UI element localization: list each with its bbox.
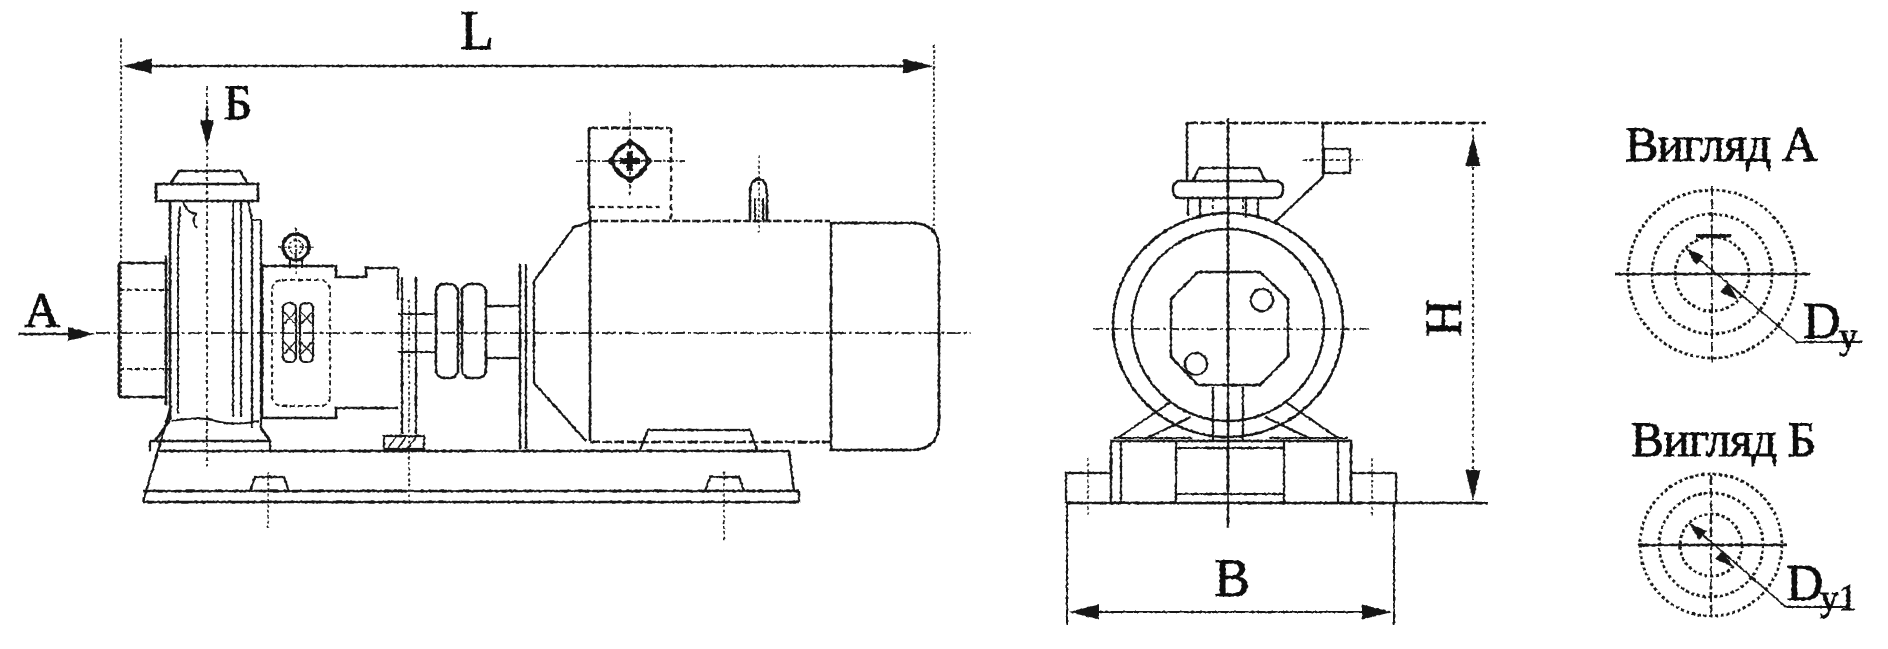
svg-text:Б: Б [224,74,253,130]
svg-text:H: H [1416,299,1473,337]
svg-text:L: L [460,0,494,62]
svg-text:D: D [1803,293,1841,350]
svg-text:D: D [1786,555,1824,612]
svg-text:Вигляд Б: Вигляд Б [1631,411,1816,467]
svg-text:Вигляд А: Вигляд А [1625,116,1818,172]
svg-text:B: B [1214,548,1250,608]
svg-text:y: y [1839,316,1858,357]
svg-text:А: А [24,282,60,338]
svg-text:y1: y1 [1820,578,1857,619]
